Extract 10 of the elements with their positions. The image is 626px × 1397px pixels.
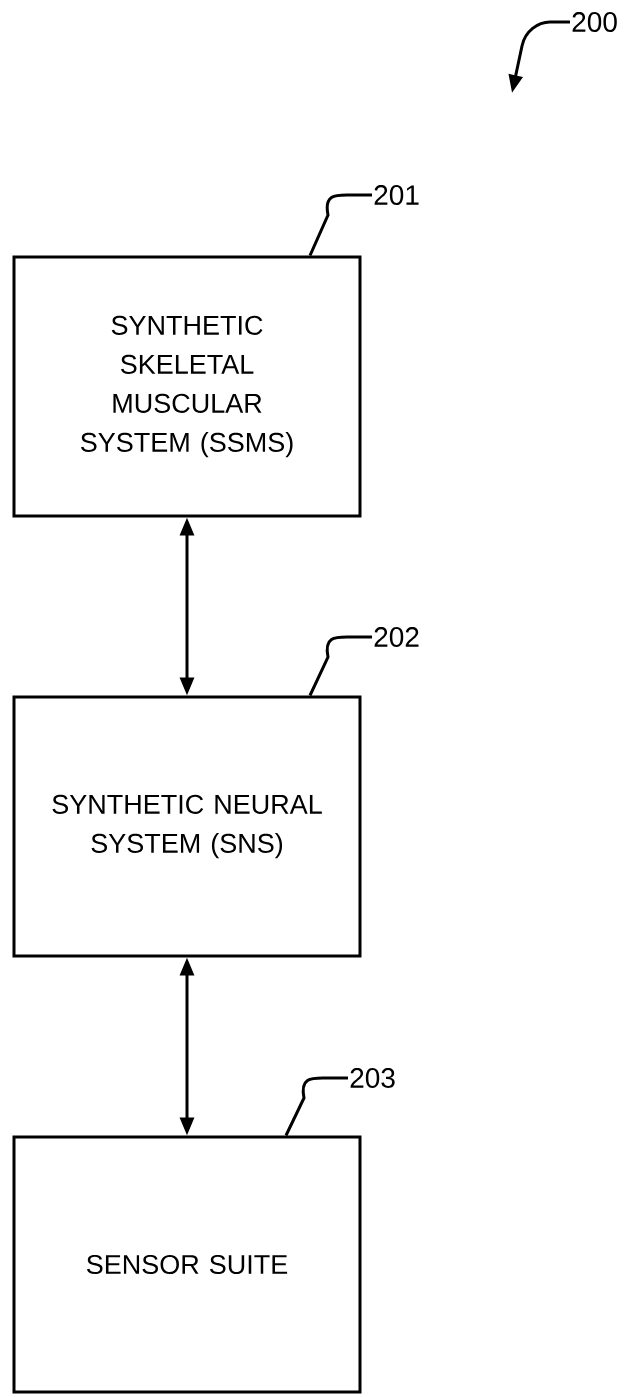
block-box: SYNTHETIC NEURAL SYSTEM (SNS)	[12, 695, 362, 958]
block-box: SENSOR SUITE	[12, 1135, 362, 1394]
reference-numeral: 203	[350, 1068, 395, 1088]
leader-line	[284, 1076, 348, 1137]
reference-numeral: 202	[374, 627, 419, 647]
reference-numeral: 200	[572, 12, 617, 32]
leader-line	[308, 635, 372, 697]
leader-line	[308, 193, 372, 257]
reference-numeral: 201	[374, 185, 419, 205]
block-box: SYNTHETIC SKELETAL MUSCULAR SYSTEM (SSMS)	[12, 255, 362, 518]
